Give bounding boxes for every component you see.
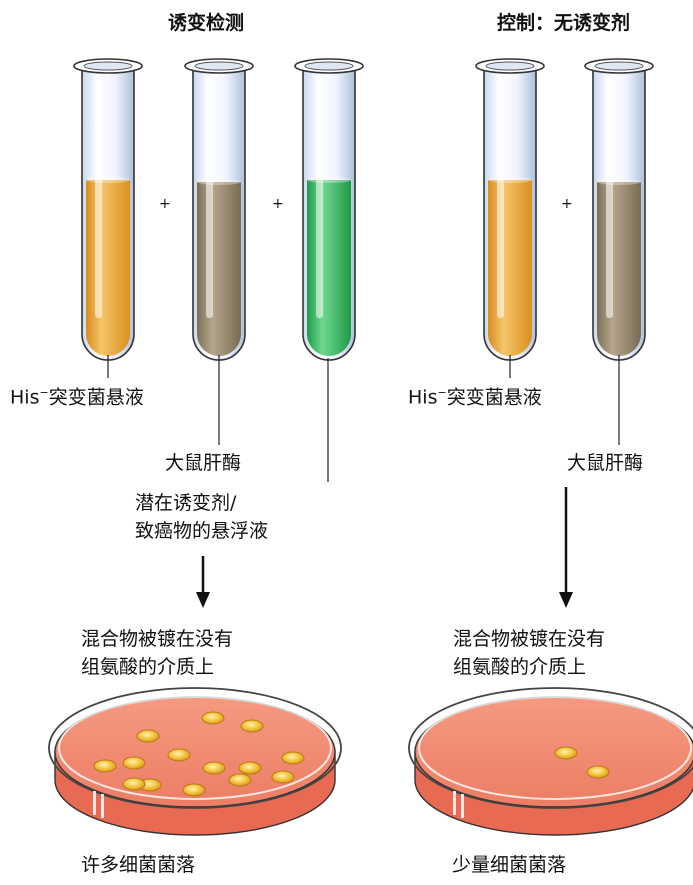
bacterial-colony xyxy=(271,770,295,784)
bacterial-colony xyxy=(167,748,191,762)
label-result-right: 少量细菌菌落 xyxy=(452,854,567,876)
leader-lines xyxy=(107,355,620,482)
tube-liver-enzyme-right xyxy=(584,58,654,361)
tube-bacteria-left xyxy=(73,58,143,361)
plus-sign-2: + xyxy=(272,196,284,212)
label-suspension-line1: 潜在诱变剂/ xyxy=(135,492,237,514)
bacterial-colony xyxy=(122,756,146,770)
bacterial-colony xyxy=(136,729,160,743)
tube-mutagen xyxy=(294,58,364,361)
test-tubes xyxy=(73,58,654,361)
tube-liver-enzyme-left xyxy=(184,58,254,361)
label-liver-enzyme-right: 大鼠肝酶 xyxy=(567,452,644,474)
plus-sign-right: + xyxy=(561,196,573,212)
bacterial-colony xyxy=(281,751,305,765)
bacterial-colony xyxy=(201,711,225,725)
his-text: 突变菌悬液 xyxy=(48,386,144,409)
arrow-left xyxy=(196,556,210,608)
petri-dish-many-colonies xyxy=(48,687,342,836)
arrow-right xyxy=(559,487,573,608)
label-his-bacteria-right: His−突变菌悬液 xyxy=(408,380,542,410)
label-his-bacteria-left: His−突变菌悬液 xyxy=(10,380,144,410)
petri-dish-few-colonies xyxy=(408,687,693,836)
his-prefix: His xyxy=(408,386,438,409)
label-plated-left-line2: 组氨酸的介质上 xyxy=(81,656,215,678)
bacterial-colony xyxy=(586,765,610,779)
label-plated-right-line2: 组氨酸的介质上 xyxy=(453,656,587,678)
bacterial-colony xyxy=(93,759,117,773)
bacterial-colony xyxy=(182,783,206,797)
his-superscript: − xyxy=(437,386,447,399)
right-panel-title: 控制：无诱变剂 xyxy=(497,12,631,34)
bacterial-colony xyxy=(238,761,262,775)
petri-dishes xyxy=(48,687,693,836)
tube-bacteria-right xyxy=(475,58,545,361)
bacterial-colony xyxy=(122,777,146,791)
his-text: 突变菌悬液 xyxy=(446,386,542,409)
label-result-left: 许多细菌菌落 xyxy=(81,854,196,876)
bacterial-colony xyxy=(202,761,226,775)
his-superscript: − xyxy=(39,386,49,399)
label-plated-left-line1: 混合物被镀在没有 xyxy=(81,628,234,650)
bacterial-colony xyxy=(554,746,578,760)
plus-sign-1: + xyxy=(159,196,171,212)
label-plated-right-line1: 混合物被镀在没有 xyxy=(453,628,606,650)
left-panel-title: 诱变检测 xyxy=(168,12,245,34)
label-liver-enzyme-left: 大鼠肝酶 xyxy=(165,452,242,474)
bacterial-colony xyxy=(240,719,264,733)
his-prefix: His xyxy=(10,386,40,409)
bacterial-colony xyxy=(228,773,252,787)
label-suspension-line2: 致癌物的悬浮液 xyxy=(135,520,269,542)
